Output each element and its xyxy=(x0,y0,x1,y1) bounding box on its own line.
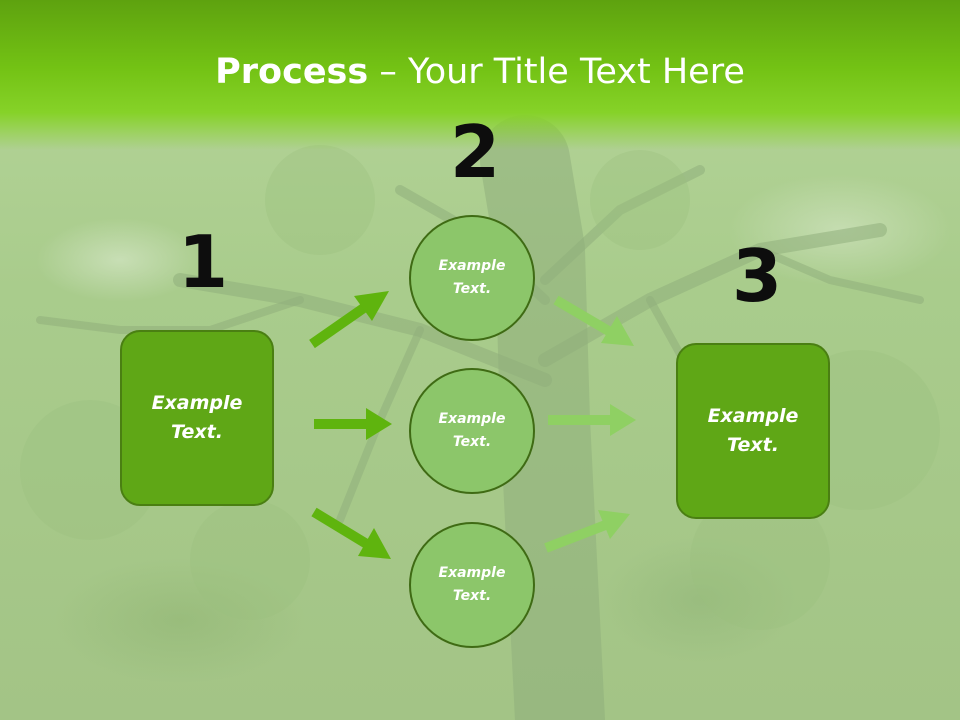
step-2-circle-top: Example Text. xyxy=(409,215,535,341)
arrow-top-to-right xyxy=(553,295,634,346)
circle-bottom-text: Example Text. xyxy=(438,565,506,604)
step-3-box: Example Text. xyxy=(676,343,830,519)
step-number-1: 1 xyxy=(178,220,229,304)
title-bold: Process xyxy=(215,52,369,92)
arrow-bottom-to-right xyxy=(544,510,630,553)
step-1-text: Example Text. xyxy=(151,392,243,443)
step-3-text: Example Text. xyxy=(707,405,799,456)
title-rest: – Your Title Text Here xyxy=(368,52,745,92)
arrow-left-to-middle xyxy=(314,408,392,440)
step-number-3: 3 xyxy=(732,234,783,318)
step-1-box: Example Text. xyxy=(120,330,274,506)
step-2-circle-middle: Example Text. xyxy=(409,368,535,494)
title-bar xyxy=(0,0,960,150)
arrow-middle-to-right xyxy=(548,404,636,436)
circle-top-text: Example Text. xyxy=(438,258,506,297)
step-number-2: 2 xyxy=(450,110,501,194)
circle-middle-text: Example Text. xyxy=(438,411,506,450)
arrow-left-to-bottom xyxy=(311,507,391,559)
step-2-circle-bottom: Example Text. xyxy=(409,522,535,648)
slide-title: Process – Your Title Text Here xyxy=(0,52,960,92)
arrow-left-to-top xyxy=(309,291,389,349)
